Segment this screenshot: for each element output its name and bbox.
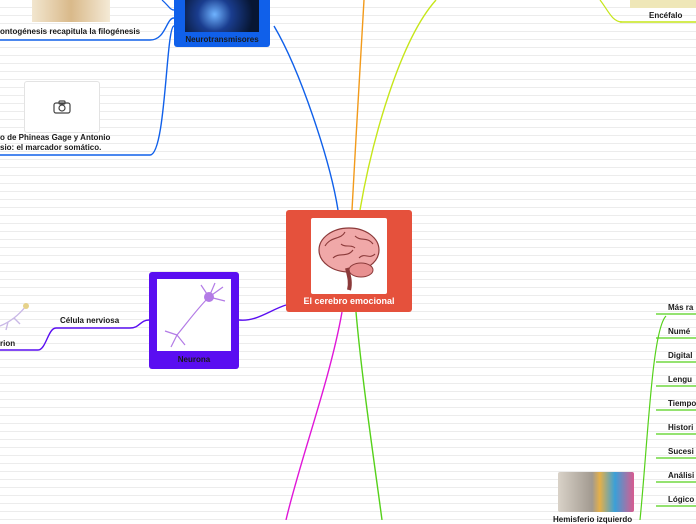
right-topic-item[interactable]: Lengu: [668, 375, 692, 384]
right-topic-item[interactable]: Digital: [668, 351, 693, 360]
camera-icon: [53, 100, 71, 114]
neurona-label: Neurona: [177, 355, 211, 364]
phineas-label-line1[interactable]: o de Phineas Gage y Antonio: [0, 133, 111, 142]
neurona-node[interactable]: Neurona: [149, 272, 239, 369]
right-topic-item[interactable]: Más ra: [668, 303, 694, 312]
right-topic-item[interactable]: Histori: [668, 423, 694, 432]
image-placeholder-card[interactable]: [24, 81, 100, 133]
hemisferio-image: [558, 472, 634, 512]
celula-nerviosa-label[interactable]: Célula nerviosa: [60, 316, 120, 325]
central-node[interactable]: El cerebro emocional: [286, 210, 412, 312]
evolution-label[interactable]: ontogénesis recapitula la filogénesis: [0, 27, 141, 36]
encefalo-label[interactable]: Encéfalo: [649, 11, 683, 20]
evolution-image: [32, 0, 110, 22]
neurotransmisores-label: Neurotransmisores: [185, 35, 259, 44]
neuron-image: [157, 279, 231, 351]
neuron-icon: [164, 282, 226, 348]
encefalo-image: [630, 0, 696, 8]
axon-image: [0, 303, 29, 331]
brain-image: [311, 218, 387, 294]
right-topic-item[interactable]: Análisi: [668, 471, 695, 480]
central-title: El cerebro emocional: [303, 296, 395, 306]
neurotransmitter-image: [185, 0, 259, 32]
right-topic-item[interactable]: Sucesi: [668, 447, 694, 456]
right-topic-item[interactable]: Tiempo: [668, 399, 696, 408]
phineas-label-line2[interactable]: sio: el marcador somático.: [0, 143, 102, 152]
neurotransmisores-node[interactable]: Neurotransmisores: [174, 0, 270, 47]
brain-icon: [318, 227, 380, 291]
right-topic-item[interactable]: Lógico: [668, 495, 695, 504]
right-topic-item[interactable]: Numé: [668, 327, 691, 336]
rion-label[interactable]: rion: [0, 339, 16, 348]
